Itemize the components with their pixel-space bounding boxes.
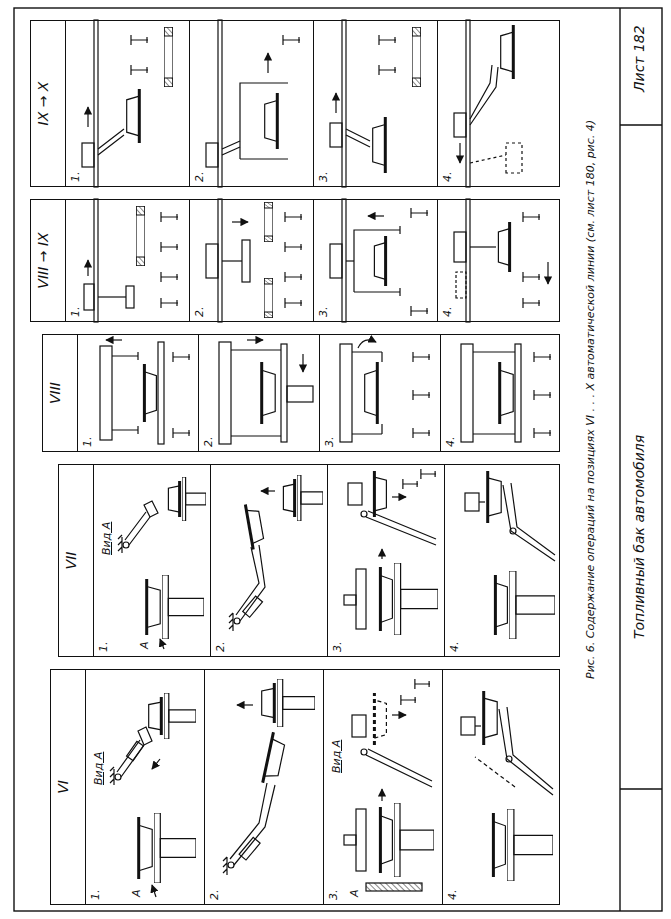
operation-cell: 3.: [313, 21, 437, 186]
operation-cell: 4.: [442, 670, 561, 904]
column-header: VI: [55, 670, 72, 904]
operation-sketch: [219, 340, 313, 444]
operation-sketch: [229, 475, 323, 631]
operation-sketch: [82, 20, 173, 187]
sheet-frame: [14, 8, 662, 911]
operation-column: VII 1. Вид А А 2. 3. 4.: [58, 464, 560, 657]
operation-sketch: [465, 471, 555, 639]
operation-cell: 2.: [198, 335, 319, 451]
view-arrow-letter: А: [130, 888, 143, 898]
step-number: 3.: [327, 890, 340, 901]
step-number: 1.: [69, 172, 82, 183]
operation-sketch: [206, 20, 300, 187]
operation-sketch: [330, 20, 421, 187]
step-number: 2.: [193, 172, 206, 183]
operation-cell: 4.: [444, 465, 561, 656]
step-number: 1.: [97, 642, 110, 653]
operation-column: VIII → IX 1. 2. 3. 4.: [30, 199, 560, 322]
operation-cell: 4.: [440, 335, 561, 451]
operation-sketch: [454, 20, 522, 187]
operation-sketch: [100, 340, 190, 444]
operation-cell: 1.: [77, 335, 198, 451]
operation-sketch: [206, 199, 302, 322]
column-header: VIII → IX: [35, 200, 52, 321]
view-arrow-letter: А: [348, 888, 361, 898]
step-number: 2.: [208, 890, 221, 901]
drawing-title: Топливный бак автомобиля: [631, 435, 648, 639]
operation-cell: 1.: [65, 21, 189, 186]
operation-cell: 3. Вид А А: [323, 670, 442, 904]
step-number: 2.: [202, 437, 215, 448]
operation-cell: 4.: [437, 21, 561, 186]
sheet-number: Лист 182: [631, 24, 648, 93]
operation-column: VIII 1. 2. 3. 4.: [42, 334, 560, 452]
step-number: 1.: [89, 890, 102, 901]
step-number: 2.: [193, 307, 206, 318]
column-header: IX → X: [35, 21, 52, 186]
operation-sketch: [110, 693, 196, 897]
operation-sketch: [118, 477, 206, 649]
operation-cell: 2.: [204, 670, 323, 904]
operation-cell: 3.: [313, 200, 437, 321]
step-number: 2.: [214, 642, 227, 653]
operation-sketch: [340, 340, 430, 442]
operation-cell: 3.: [327, 465, 444, 656]
step-number: 4.: [444, 437, 457, 448]
step-number: 3.: [331, 642, 344, 653]
step-number: 4.: [448, 642, 461, 653]
figure-caption: Рис. 6. Содержание операций на позициях …: [584, 120, 597, 679]
operation-cell: 1.: [65, 200, 189, 321]
operation-sketch: [344, 469, 438, 635]
step-number: 3.: [317, 172, 330, 183]
operation-cell: 2.: [189, 200, 313, 321]
operation-sketch: [330, 199, 428, 322]
step-number: 1.: [81, 437, 94, 448]
operation-sketch: [223, 679, 315, 875]
step-number: 4.: [441, 172, 454, 183]
column-header: VII: [63, 465, 80, 656]
operation-sketch: [344, 679, 434, 891]
operation-cell: 2.: [189, 21, 313, 186]
operation-sketch: [461, 691, 553, 881]
step-number: 3.: [323, 437, 336, 448]
operation-cell: 1. Вид А А: [85, 670, 204, 904]
operation-cell: 2.: [210, 465, 327, 656]
view-label: Вид А: [92, 751, 105, 786]
step-number: 4.: [441, 307, 454, 318]
operation-sketches: [82, 20, 555, 897]
operation-sketch: [84, 199, 178, 322]
operation-cell: 4.: [437, 200, 561, 321]
step-number: 1.: [69, 307, 82, 318]
step-number: 4.: [446, 890, 459, 901]
operation-column: IX → X 1. 2. 3. 4.: [30, 20, 560, 187]
operation-column: VI 1. Вид А А 2. 3. Вид А А 4.: [50, 669, 560, 905]
column-header: VIII: [47, 335, 64, 451]
step-number: 3.: [317, 307, 330, 318]
operation-cell: 3.: [319, 335, 440, 451]
view-arrow-letter: А: [138, 640, 151, 650]
operation-cell: 1. Вид А А: [93, 465, 210, 656]
view-label: Вид А: [100, 521, 113, 556]
view-label: Вид А: [330, 739, 343, 774]
operation-sketch: [461, 344, 551, 442]
operation-sketch: [454, 199, 548, 322]
